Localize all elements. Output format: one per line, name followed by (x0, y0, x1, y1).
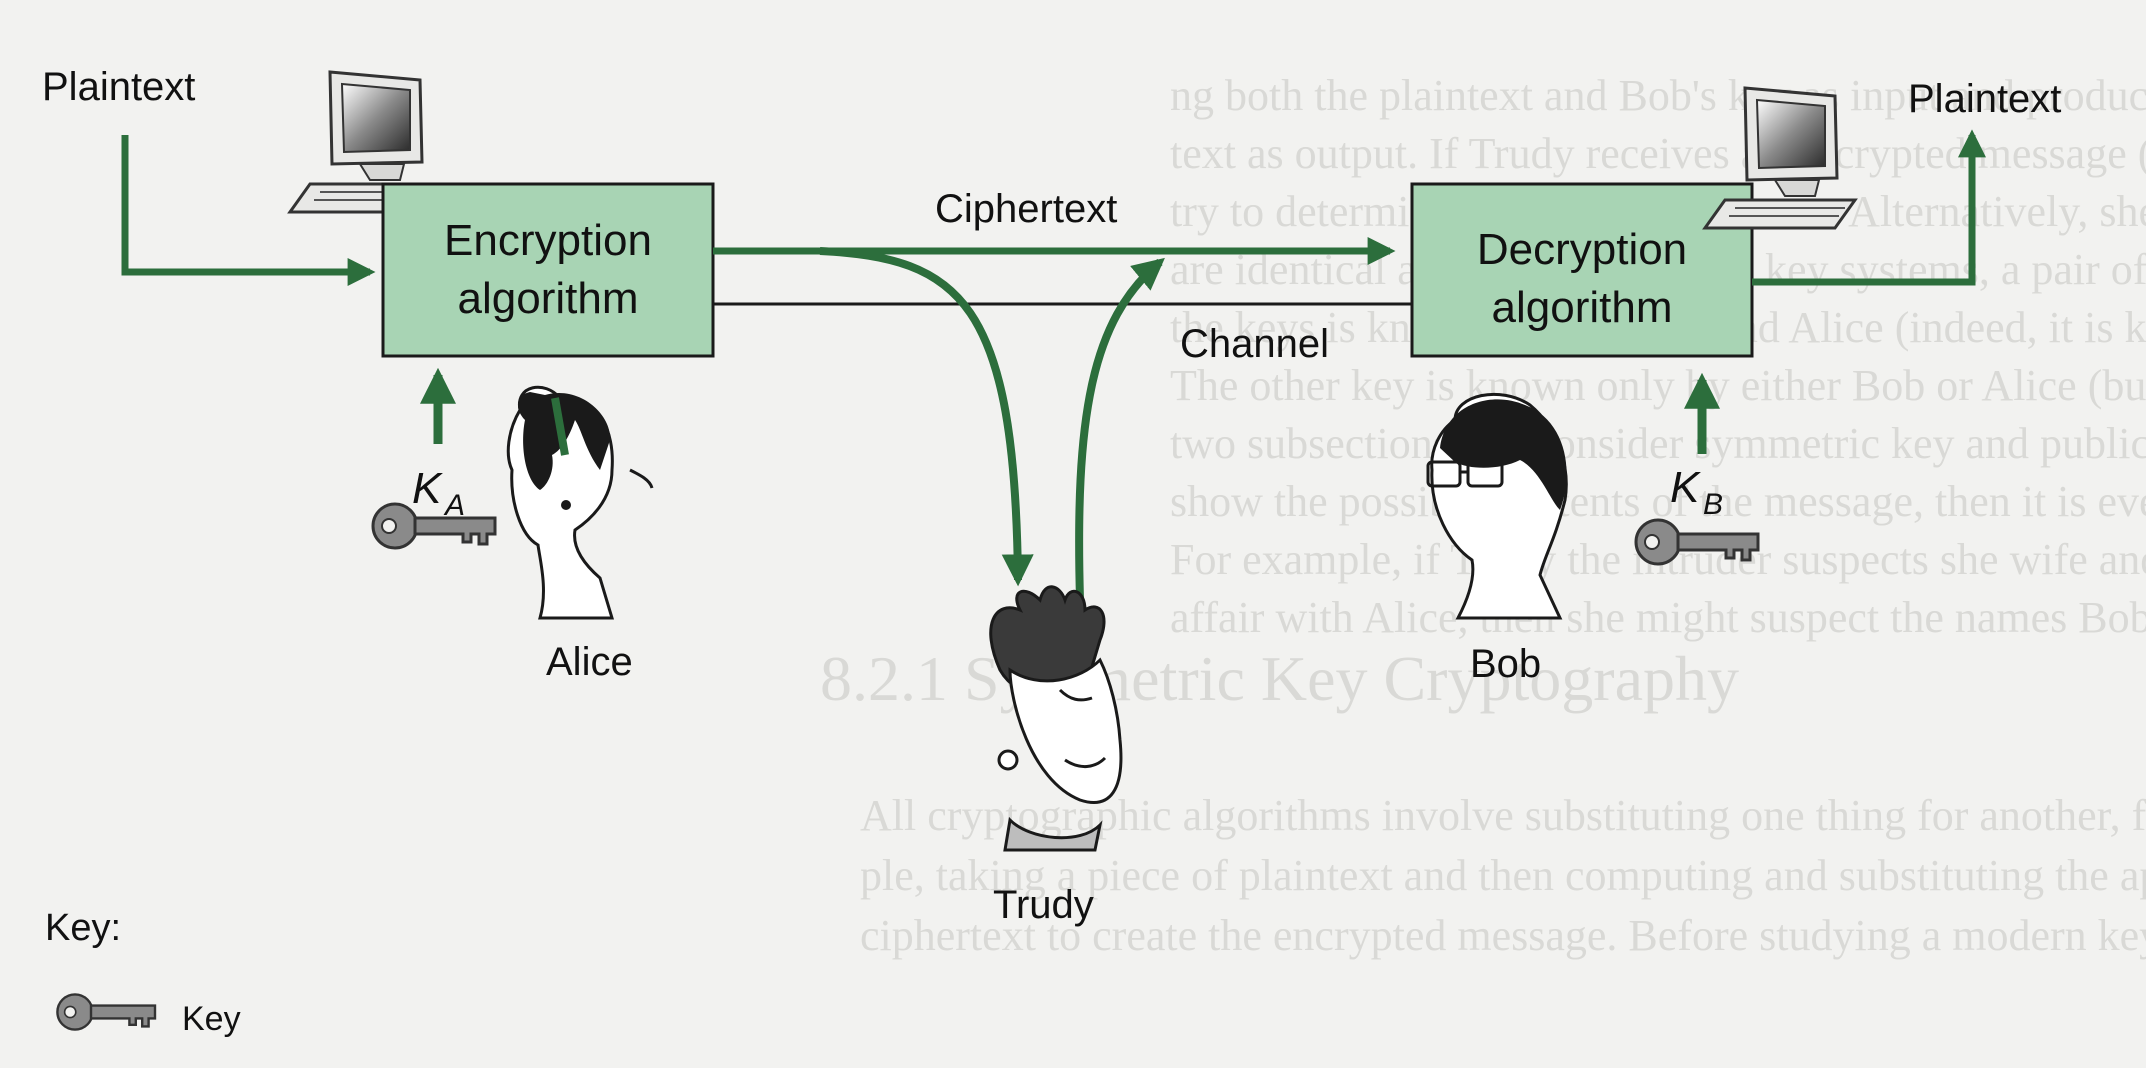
bleed-line: two subsections, we consider symmetric k… (1170, 419, 2146, 468)
key-b-label: K B (1670, 463, 1723, 521)
key-b-letter: K (1670, 463, 1701, 512)
bleed-heading: 8.2.1 Symmetric Key Cryptography (820, 643, 1739, 714)
plaintext-input-label: Plaintext (42, 65, 195, 109)
bleed-line: ng both the plaintext and Bob's key as i… (1170, 71, 2146, 120)
bleed-line: ciphertext to create the encrypted messa… (860, 911, 2146, 960)
plaintext-output-arrow (1752, 129, 1986, 286)
trudy-inject-arrow (1075, 257, 1165, 601)
trudy-intercept-arrow (819, 247, 1034, 587)
alice-label: Alice (546, 640, 633, 684)
legend: Key: Key (45, 907, 241, 1038)
channel-label: Channel (1180, 322, 1329, 366)
legend-key-label: Key (182, 1000, 241, 1038)
plaintext-output-label: Plaintext (1908, 77, 2061, 121)
decryption-box-line2: algorithm (1492, 283, 1673, 332)
key-a-subscript: A (443, 489, 465, 522)
bob-computer-icon (1703, 86, 1857, 230)
trudy-figure: Trudy (989, 585, 1123, 927)
bob-figure: Bob (1426, 392, 1568, 686)
bleed-line: show the possible contents of the messag… (1170, 477, 2146, 526)
bleed-line: All cryptographic algorithms involve sub… (860, 791, 2146, 840)
legend-key-icon (56, 993, 157, 1031)
encryption-algorithm-box: Encryption algorithm (381, 182, 715, 358)
encryption-box-line1: Encryption (444, 216, 652, 265)
legend-title: Key: (45, 907, 121, 949)
encryption-box-line2: algorithm (458, 274, 639, 323)
bob-label: Bob (1470, 642, 1541, 686)
ciphertext-label: Ciphertext (935, 187, 1117, 231)
trudy-label: Trudy (993, 883, 1094, 927)
plaintext-input-arrow (121, 135, 376, 286)
bleed-line: affair with Alice, then she might suspec… (1170, 593, 2146, 642)
key-b-icon (1634, 518, 1760, 566)
alice-figure: Alice (506, 385, 654, 684)
key-b-subscript: B (1703, 488, 1723, 521)
key-a-letter: K (412, 464, 443, 513)
bleed-line: The other key is known only by either Bo… (1170, 361, 2146, 410)
decryption-algorithm-box: Decryption algorithm (1410, 182, 1754, 358)
bleed-line: ple, taking a piece of plaintext and the… (860, 851, 2146, 900)
key-a-label: K A (412, 464, 465, 522)
decryption-box-line1: Decryption (1477, 225, 1687, 274)
